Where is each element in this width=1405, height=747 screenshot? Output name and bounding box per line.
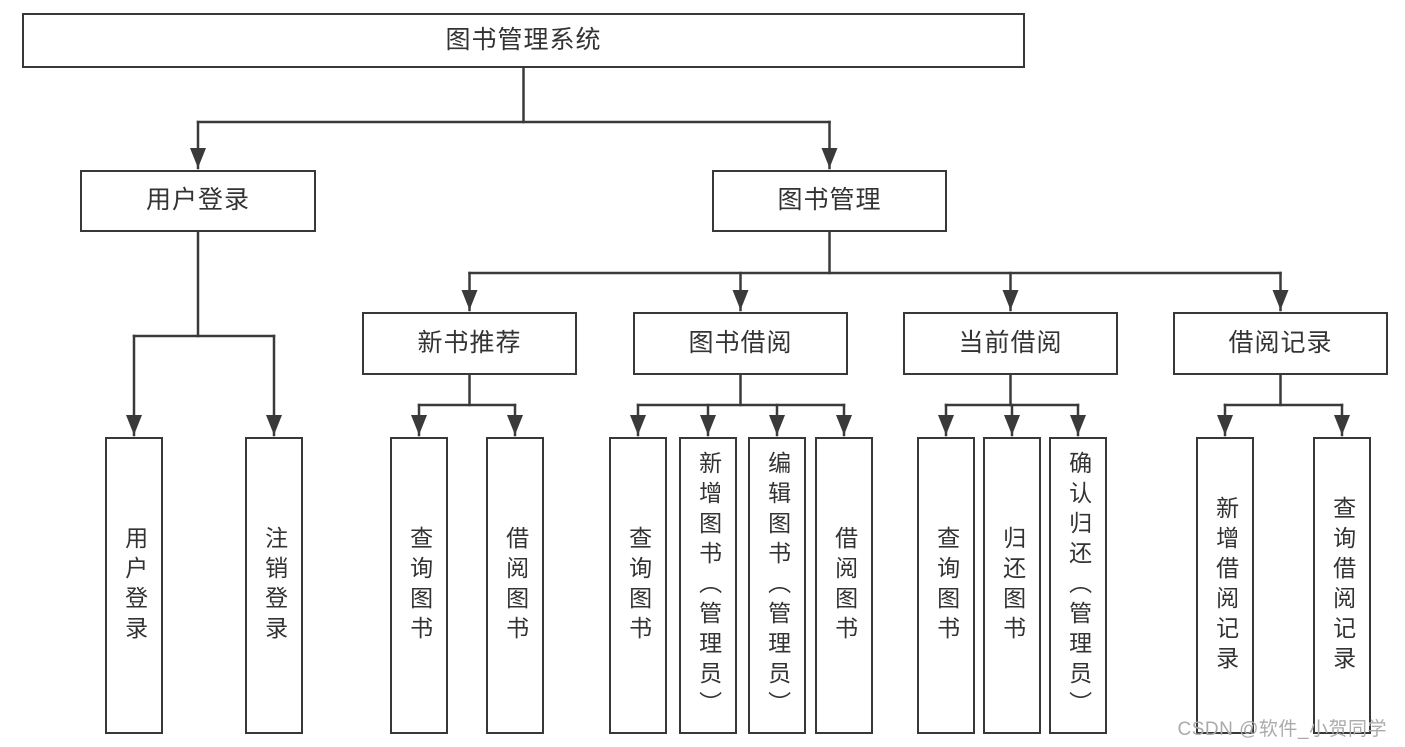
node-book-borrowing: 图书借阅	[633, 312, 848, 375]
node-current-borrowing: 当前借阅	[903, 312, 1118, 375]
node-user-login: 用户登录	[80, 170, 316, 232]
leaf-add-books-admin: 新增图书（管理员）	[679, 437, 737, 734]
leaf-query-borrow-record: 查询借阅记录	[1313, 437, 1371, 734]
csdn-watermark: CSDN @软件_小贺同学	[1177, 719, 1387, 740]
leaf-logout: 注销登录	[245, 437, 303, 734]
leaf-query-books-borrowing: 查询图书	[609, 437, 667, 734]
leaf-confirm-return-admin: 确认归还（管理员）	[1049, 437, 1107, 734]
leaf-add-borrow-record: 新增借阅记录	[1196, 437, 1254, 734]
node-borrowing-records: 借阅记录	[1173, 312, 1388, 375]
leaf-user-login: 用户登录	[105, 437, 163, 734]
leaf-return-books: 归还图书	[983, 437, 1041, 734]
node-new-book-recommend: 新书推荐	[362, 312, 577, 375]
leaf-borrow-books-recommend: 借阅图书	[486, 437, 544, 734]
leaf-query-books-current: 查询图书	[917, 437, 975, 734]
leaf-query-books-recommend: 查询图书	[390, 437, 448, 734]
node-book-management: 图书管理	[712, 170, 947, 232]
leaf-borrow-books-borrowing: 借阅图书	[815, 437, 873, 734]
node-root-system: 图书管理系统	[22, 13, 1025, 68]
leaf-edit-books-admin: 编辑图书（管理员）	[748, 437, 806, 734]
